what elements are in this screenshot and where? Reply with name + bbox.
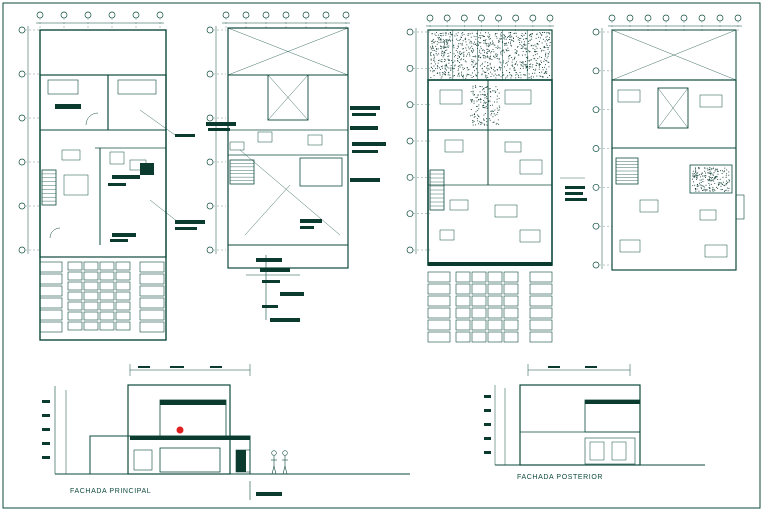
- floor-plan-roof-level: [592, 14, 745, 271]
- floor-plan-services-level: [406, 14, 587, 343]
- front-elevation: [42, 364, 410, 500]
- floor-plan-ground-level: [18, 11, 205, 341]
- front-elevation-title: FACHADA PRINCIPAL: [70, 488, 152, 495]
- floor-plan-upper-level: [206, 11, 386, 322]
- rear-elevation: [484, 364, 705, 466]
- rear-elevation-title: FACHADA POSTERIOR: [517, 474, 604, 481]
